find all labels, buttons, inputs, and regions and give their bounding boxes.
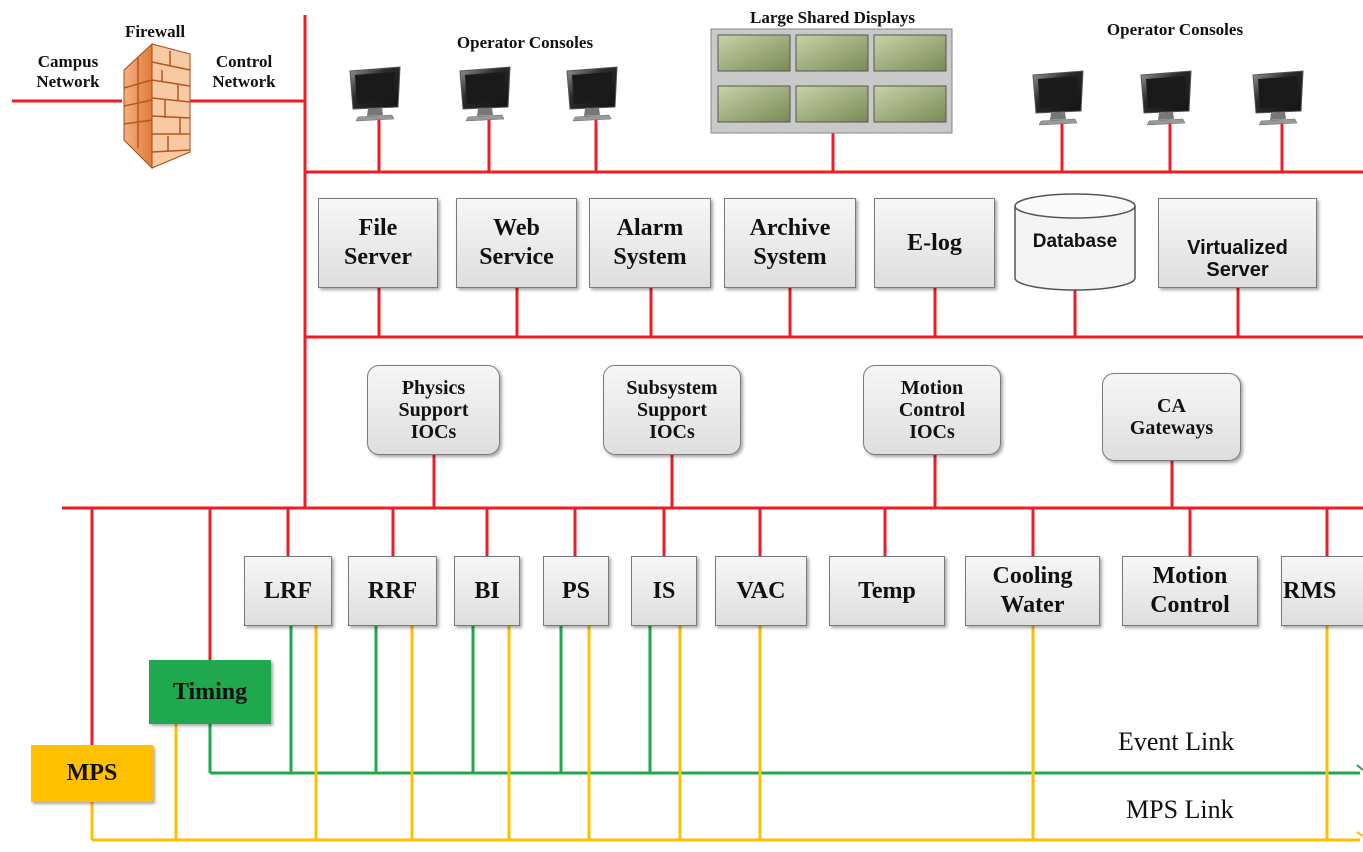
temp-box: Temp — [829, 556, 945, 626]
campus-network-label: Campus Network — [36, 52, 100, 91]
operator-console-icon — [1032, 70, 1084, 126]
alarm-system-box: Alarm System — [589, 198, 711, 288]
mps-link-label: MPS Link — [1126, 795, 1234, 824]
rms-box: RMS — [1281, 556, 1363, 626]
is-box: IS — [631, 556, 697, 626]
firewall-label: Firewall — [124, 22, 186, 41]
firewall-icon — [123, 42, 191, 170]
event-link-label: Event Link — [1118, 727, 1235, 756]
ps-box: PS — [543, 556, 609, 626]
operator-console-icon — [459, 66, 511, 122]
mps-link-arrow — [1356, 831, 1363, 837]
rrf-box: RRF — [348, 556, 437, 626]
file-server-box: File Server — [318, 198, 438, 288]
mps-link-lines — [90, 626, 1360, 842]
event-link-lines — [208, 626, 1360, 775]
e-log-box: E-log — [874, 198, 995, 288]
virtualized-server-box: Virtualized Server — [1158, 198, 1317, 288]
control-network-label: Control Network — [212, 52, 276, 91]
lrf-box: LRF — [244, 556, 332, 626]
timing-box: Timing — [149, 660, 271, 724]
operator-console-icon — [1140, 70, 1192, 126]
operator-console-icon — [349, 66, 401, 122]
network-lines — [12, 15, 1363, 745]
operator-console-icon — [566, 66, 618, 122]
motion-control-iocs-box: Motion Control IOCs — [863, 365, 1001, 455]
physics-support-iocs-box: Physics Support IOCs — [367, 365, 500, 455]
database-label: Database — [1032, 231, 1118, 252]
vac-box: VAC — [715, 556, 807, 626]
operator-consoles-left-label: Operator Consoles — [456, 33, 594, 52]
ca-gateways-box: CA Gateways — [1102, 373, 1241, 461]
video-wall-icon — [710, 28, 953, 134]
mps-box: MPS — [31, 745, 153, 802]
subsystem-support-iocs-box: Subsystem Support IOCs — [603, 365, 741, 455]
bi-box: BI — [454, 556, 520, 626]
operator-console-icon — [1252, 70, 1304, 126]
event-link-arrow — [1356, 764, 1363, 771]
operator-consoles-right-label: Operator Consoles — [1106, 20, 1244, 39]
motion-control-box: Motion Control — [1122, 556, 1258, 626]
archive-system-box: Archive System — [724, 198, 856, 288]
web-service-box: Web Service — [456, 198, 577, 288]
large-shared-displays-label: Large Shared Displays — [750, 8, 915, 27]
database-icon — [1014, 193, 1136, 291]
cooling-water-box: Cooling Water — [965, 556, 1100, 626]
